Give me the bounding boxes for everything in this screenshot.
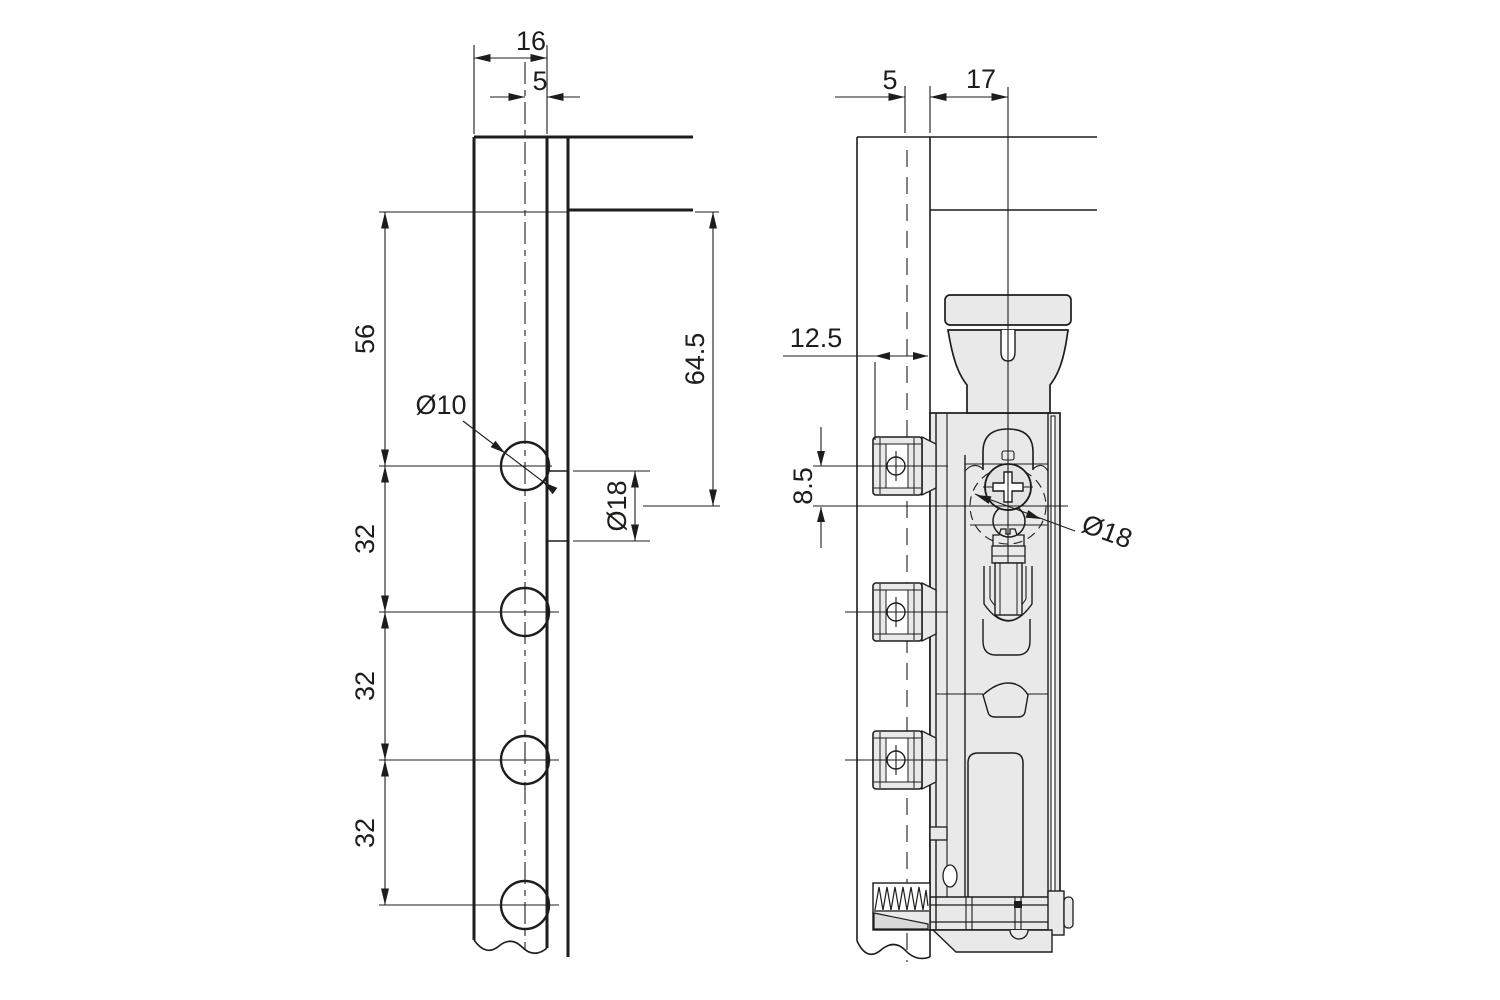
spring-detail: [872, 882, 931, 931]
fitting-mechanism: [929, 294, 1074, 953]
break-line-wave: [856, 940, 931, 960]
dim-hole-diameter: Ø10: [415, 390, 466, 420]
dim-cam-hole-diameter: Ø18: [602, 480, 632, 531]
dim-hole-pitch-2: 32: [350, 671, 380, 701]
housing-rail-gap: [1050, 415, 1056, 922]
dim-top-to-cam-center: 64.5: [680, 333, 710, 386]
dim-face-to-pilot: 5: [882, 65, 897, 95]
dimension-lines-right: [783, 93, 1076, 548]
panel-outline: [472, 135, 693, 957]
end-cap: [1047, 890, 1065, 936]
dim-top-to-first-hole: 56: [350, 324, 380, 354]
dim-cam-diameter: Ø18: [1078, 509, 1136, 555]
extension-lines-left: [379, 45, 720, 906]
set-screw: [1014, 901, 1022, 908]
oval-hole: [942, 864, 958, 888]
wedge: [873, 912, 929, 930]
dim-dowel-depth: 12.5: [790, 323, 843, 353]
lower-slot: [967, 752, 1024, 897]
slot-pocket: [982, 619, 1031, 656]
base-assembly: [930, 890, 1074, 953]
dim-face-to-center: 17: [966, 64, 996, 94]
spring-zigzag: [874, 886, 929, 911]
end-knob: [1063, 896, 1074, 929]
dim-panel-thickness: 16: [516, 26, 546, 56]
extension-lines-right: [813, 86, 1068, 761]
dimension-labels-left: 16 5 56 32 32 32 Ø10 64.5 Ø18: [350, 26, 710, 848]
screw-shank: [994, 562, 1023, 616]
dowel-3: [872, 729, 937, 791]
housing-tab: [982, 682, 1029, 718]
dim-edge-offset: 5: [532, 66, 547, 96]
roller: [1009, 929, 1029, 940]
base-plate: [931, 929, 1053, 953]
dim-hole-pitch-1: 32: [350, 524, 380, 554]
side-tab: [929, 826, 948, 841]
dimension-lines-left: [381, 54, 717, 905]
dim-hole-pitch-3: 32: [350, 818, 380, 848]
right-view-side-section: 5 17 12.5 8.5 Ø18: [783, 64, 1136, 962]
break-line-wave: [473, 939, 548, 955]
dim-hole-to-cam: 8.5: [788, 467, 818, 505]
left-view-front-panel: 16 5 56 32 32 32 Ø10 64.5 Ø18: [350, 26, 720, 957]
